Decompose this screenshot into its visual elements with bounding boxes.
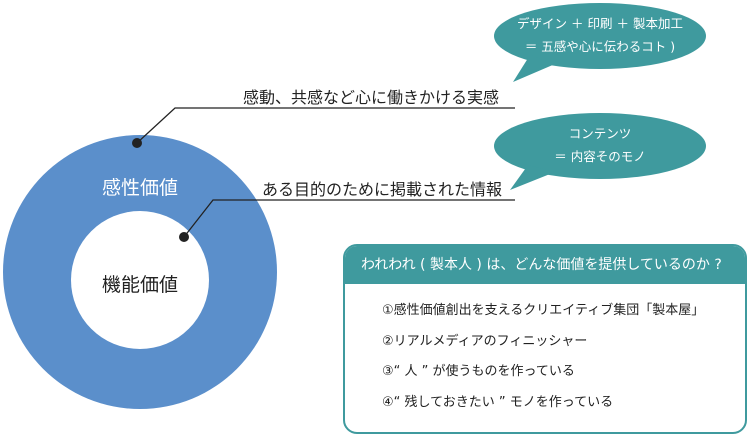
inner-circle: [71, 211, 209, 349]
inner-value-label: 機能価値: [101, 274, 178, 296]
bubble-1-text: デザイン ＋ 印刷 ＋ 製本加工 ＝ 五感や心に伝わるコト ): [495, 12, 705, 58]
list-item: ④“ 残しておきたい ” モノを作っている: [382, 394, 614, 410]
list-item: ①感性価値創出を支えるクリエイティブ集団「製本屋」: [382, 303, 705, 318]
bubble-1-line: ＝ 五感や心に伝わるコト ): [524, 39, 676, 54]
leader-dot-2: [179, 232, 189, 242]
leader-line-1: [136, 107, 515, 144]
speech-bubble-1: [494, 3, 706, 82]
outer-value-label: 感性価値: [101, 177, 178, 199]
bubble-2-text: コンテンツ ＝ 内容そのモノ: [495, 122, 705, 168]
list-item: ②リアルメディアのフィニッシャー: [382, 333, 588, 349]
bubble-2-line: コンテンツ: [568, 126, 632, 141]
bubble-1-line: デザイン ＋ 印刷 ＋ 製本加工: [517, 16, 683, 31]
value-proposition-box: われわれ ( 製本人 ) は、どんな価値を提供しているのか ? ①感性価値創出を…: [343, 244, 747, 434]
leader-line-2: [183, 199, 515, 238]
box-title: われわれ ( 製本人 ) は、どんな価値を提供しているのか ?: [345, 246, 745, 284]
functional-value-description: ある目的のために掲載された情報: [262, 180, 503, 199]
speech-bubble-2: [494, 113, 706, 190]
leader-dot-1: [132, 138, 142, 148]
bubble-2-line: ＝ 内容そのモノ: [554, 149, 646, 164]
list-item: ③“ 人 ” が使うものを作っている: [382, 364, 575, 379]
emotional-value-description: 感動、共感など心に働きかける実感: [243, 88, 500, 107]
